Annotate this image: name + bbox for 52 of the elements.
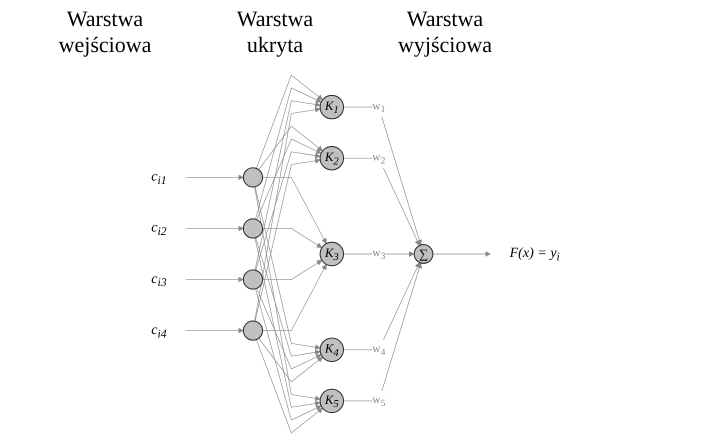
arrow [256, 138, 322, 220]
node-text: c$_{i3}$ [152, 270, 168, 289]
layer-heading: Warstwa wejściowa [58, 6, 152, 60]
arrow [186, 174, 244, 180]
node-text: c$_{i2}$ [152, 218, 168, 238]
node-circle: K$_{5}$ [320, 388, 344, 414]
arrow [262, 260, 323, 280]
arrow [344, 106, 422, 246]
edge-label: w$_{3}$ [372, 246, 386, 262]
arrow [186, 276, 244, 282]
edge-label: w$_{2}$ [372, 150, 386, 166]
layer-heading: Warstwa wyjściowa [396, 6, 494, 60]
arrow [344, 262, 422, 402]
node-circle [243, 320, 264, 341]
node-text: c$_{i1}$ [152, 168, 168, 187]
node-circle [243, 218, 264, 239]
node-circle: K$_{1}$ [320, 94, 344, 120]
edge-label: w$_{1}$ [372, 99, 386, 115]
arrow [258, 126, 324, 170]
arrow [433, 251, 492, 257]
arrow [186, 226, 244, 232]
arrow [255, 158, 321, 322]
node-text: c$_{i4}$ [152, 321, 168, 340]
edge-label: w$_{5}$ [372, 392, 386, 409]
node-circle: K$_{4}$ [320, 338, 344, 362]
arrow [254, 106, 321, 322]
arrow [256, 339, 324, 434]
arrow [254, 186, 321, 402]
layer-heading: Warstwa ukryta [236, 6, 314, 60]
node-circle [243, 167, 264, 188]
arrow [186, 328, 244, 334]
arrow [344, 158, 420, 246]
arrow [256, 288, 322, 370]
node-text: F(x) = y$_{i}$ [510, 244, 560, 264]
arrow [256, 237, 321, 357]
arrow [256, 151, 321, 271]
arrow [262, 228, 323, 248]
arrow [255, 238, 321, 408]
arrow [256, 74, 324, 169]
arrow [258, 338, 324, 382]
arrow [255, 186, 321, 350]
arrow [344, 262, 420, 350]
arrow [255, 100, 321, 270]
node-circle: K$_{2}$ [320, 146, 344, 170]
node-circle [243, 269, 264, 290]
arrow [256, 87, 322, 220]
arrow [256, 288, 322, 421]
node-circle: K$_{3}$ [320, 242, 344, 266]
node-circle: ∑ [414, 244, 434, 264]
edge-label: w$_{4}$ [372, 342, 386, 358]
arrow [262, 177, 328, 244]
arrow [262, 264, 328, 331]
